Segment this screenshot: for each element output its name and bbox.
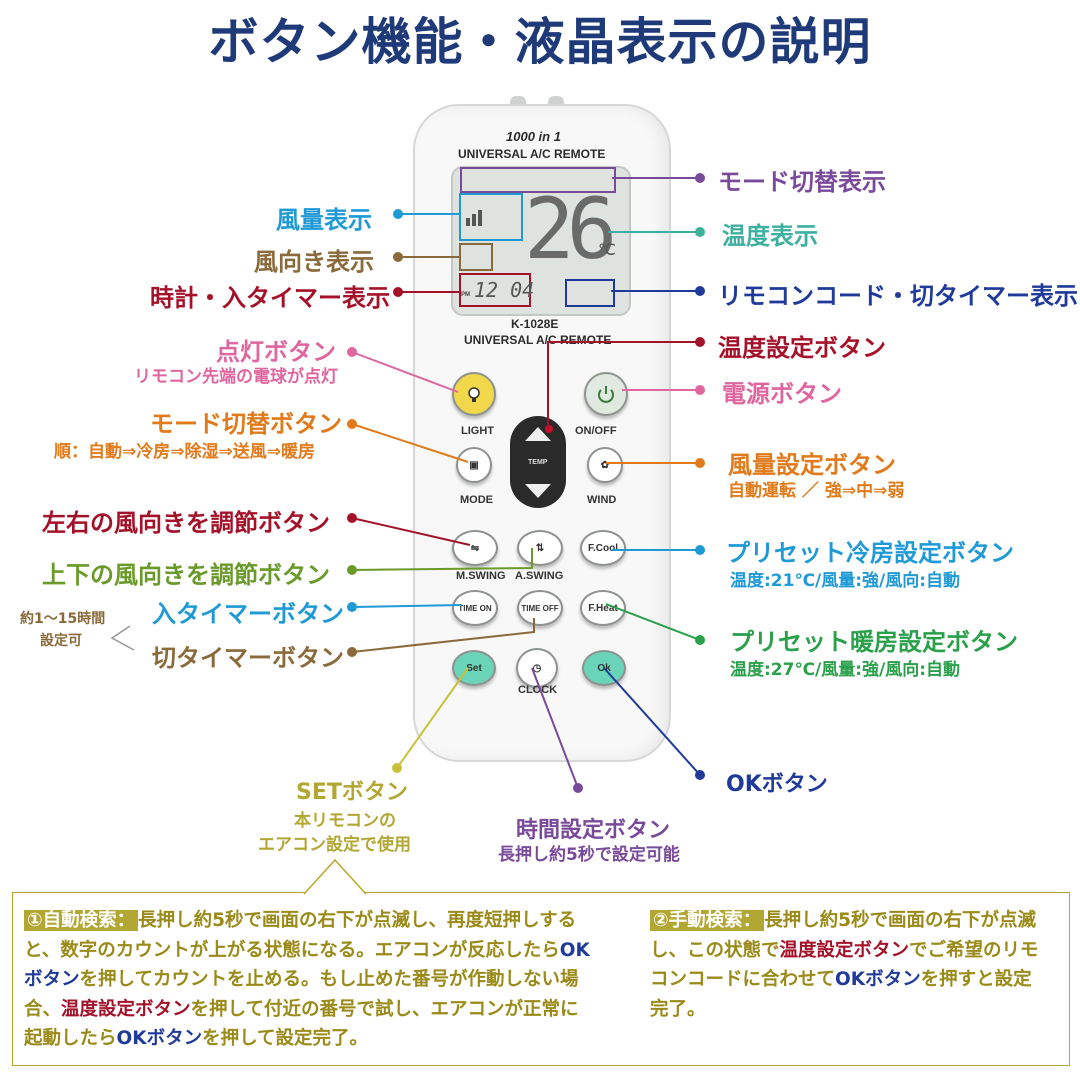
- power-button-label: 電源ボタン: [722, 380, 842, 408]
- wind-label: WIND: [587, 494, 617, 506]
- power-icon: [598, 386, 614, 403]
- ok-button-label: OKボタン: [726, 772, 828, 797]
- lcd-temperature: 26: [524, 180, 617, 278]
- timeon-button[interactable]: TIME ON: [452, 590, 498, 626]
- wind-button[interactable]: ✿: [587, 447, 623, 483]
- temp-up-arrow-icon[interactable]: [525, 427, 551, 441]
- manual-search-text: ②手動検索：長押し約5秒で画面の右下が点滅し、この状態で温度設定ボタンでご希望の…: [650, 906, 1050, 1024]
- temp-pointer-dot: [545, 425, 553, 433]
- set-button-sub2: エアコン設定で使用: [258, 835, 411, 855]
- timer-note-line1: 約1～15時間: [20, 611, 106, 627]
- fan-bar-1: [466, 218, 470, 226]
- power-button[interactable]: [584, 372, 628, 416]
- temp-label: TEMP: [528, 459, 548, 466]
- auto-search-t2: を押してカウントを止める。もし止めた番号が作動しない場合、: [24, 969, 579, 1020]
- mode-button[interactable]: ▣: [456, 447, 492, 483]
- time-button-label: 時間設定ボタン: [516, 818, 671, 843]
- mswing-button[interactable]: ⇋: [452, 530, 498, 566]
- manual-search-t2: でご希望のリモコンコードに合わせて: [650, 939, 1039, 991]
- set-button-label: SETボタン: [296, 780, 408, 805]
- light-button-label: 点灯ボタン: [216, 338, 336, 366]
- auto-search-temp: 温度設定ボタン: [61, 998, 191, 1020]
- timeoff-label: TIME OFF: [521, 603, 559, 613]
- bulb-icon: [468, 387, 480, 402]
- mode-label: MODE: [460, 494, 493, 506]
- manual-search-t3: を押すと設定完了。: [650, 969, 1032, 1020]
- lr-swing-button-label: 左右の風向きを調節ボタン: [42, 509, 330, 537]
- auto-search-text: ①自動検索：長押し約5秒で画面の右下が点滅し、再度短押しすると、数字のカウントが…: [24, 906, 594, 1054]
- mode-display-label: モード切替表示: [718, 168, 886, 196]
- mode-icon: ▣: [469, 459, 479, 471]
- fan-display-label: 風量表示: [276, 206, 372, 234]
- page-title: ボタン機能・液晶表示の説明: [208, 13, 872, 71]
- timeon-label: TIME ON: [458, 603, 492, 613]
- set-button-sub1: 本リモコンの: [294, 811, 396, 831]
- manual-search-ok: OKボタン: [835, 969, 921, 990]
- mswing-label: M.SWING: [456, 570, 506, 582]
- fan-icon: ✿: [600, 459, 610, 471]
- manual-search-header: ②手動検索：: [650, 910, 765, 931]
- fan-display-box: [459, 193, 523, 241]
- auto-search-ok1: OKボタン: [24, 939, 590, 991]
- remote-top-subtext: UNIVERSAL A/C REMOTE: [458, 147, 606, 161]
- temp-down-arrow-icon[interactable]: [525, 484, 551, 498]
- aswing-label: A.SWING: [515, 570, 564, 582]
- direction-display-box: [459, 243, 493, 271]
- fcool-label: F.Cool: [588, 542, 618, 554]
- fheat-label: F.Heat: [588, 602, 618, 614]
- mode-button-label: モード切替ボタン: [150, 410, 342, 438]
- remote-model: K-1028E: [511, 317, 559, 331]
- explanation-box: [12, 892, 1070, 1066]
- set-label: Set: [466, 662, 482, 674]
- light-button-sub: リモコン先端の電球が点灯: [134, 367, 338, 387]
- preheat-button-label: プリセット暖房設定ボタン: [730, 628, 1018, 656]
- temp-display-label: 温度表示: [722, 222, 818, 250]
- auto-search-t3: を押して付近の番号で試し、エアコンが正常に起動したら: [24, 998, 579, 1050]
- precool-button-sub: 温度:21℃/風量:強/風向:自動: [730, 571, 961, 591]
- direction-display-label: 風向き表示: [254, 248, 374, 276]
- fan-bar-3: [478, 210, 482, 226]
- lcd-pm: PM: [461, 292, 470, 298]
- preheat-button-sub: 温度:27℃/風量:強/風向:自動: [730, 660, 961, 680]
- manual-search-t1: 長押し約5秒で画面の右下が点滅し、この状態で: [650, 910, 1037, 961]
- clock-label: CLOCK: [518, 684, 558, 696]
- clock-timer-display-label: 時計・入タイマー表示: [150, 284, 390, 312]
- lcd-clock: 12 04: [474, 278, 535, 302]
- timeoff-button[interactable]: TIME OFF: [517, 590, 563, 626]
- timer-note-line2: 設定可: [40, 633, 82, 649]
- manual-search-temp: 温度設定ボタン: [779, 939, 910, 961]
- clock-display-box: [459, 273, 531, 307]
- code-timer-display-label: リモコンコード・切タイマー表示: [718, 282, 1078, 310]
- lcd-temp-unit: ℃: [598, 242, 616, 259]
- remote-bottom-text: UNIVERSAL A/C REMOTE: [464, 333, 612, 347]
- fcool-button[interactable]: F.Cool: [580, 530, 626, 566]
- remote-top-text: 1000 in 1: [506, 129, 561, 144]
- ud-swing-button-label: 上下の風向きを調節ボタン: [42, 561, 330, 589]
- time-button-sub: 長押し約5秒で設定可能: [498, 845, 680, 865]
- fan-button-sub: 自動運転 ／ 強⇒中⇒弱: [728, 481, 905, 501]
- auto-search-header: ①自動検索：: [24, 910, 139, 931]
- temp-button-label: 温度設定ボタン: [718, 334, 886, 362]
- on-timer-button-label: 入タイマーボタン: [152, 600, 344, 628]
- auto-search-ok2: OKボタン: [116, 1028, 203, 1049]
- onoff-label: ON/OFF: [575, 425, 617, 437]
- auto-search-t1: 長押し約5秒で画面の右下が点滅し、再度短押しすると、数字のカウントが上がる状態に…: [24, 910, 577, 961]
- lr-swing-icon: ⇋: [470, 542, 480, 554]
- fan-bar-2: [472, 214, 476, 226]
- ud-swing-icon: ⇅: [535, 542, 545, 554]
- fan-button-label: 風量設定ボタン: [728, 451, 896, 479]
- light-label: LIGHT: [461, 425, 494, 437]
- clock-icon: ◷: [532, 662, 542, 674]
- auto-search-t4: を押して設定完了。: [202, 1028, 369, 1049]
- aswing-button[interactable]: ⇅: [517, 530, 563, 566]
- explanation-pointer: [303, 858, 367, 895]
- mode-button-sub: 順：自動⇒冷房⇒除湿⇒送風⇒暖房: [54, 442, 315, 462]
- precool-button-label: プリセット冷房設定ボタン: [726, 539, 1014, 567]
- code-display-box: [565, 279, 615, 307]
- off-timer-button-label: 切タイマーボタン: [152, 644, 344, 672]
- light-button[interactable]: [452, 372, 496, 416]
- mode-display-box: [460, 167, 616, 193]
